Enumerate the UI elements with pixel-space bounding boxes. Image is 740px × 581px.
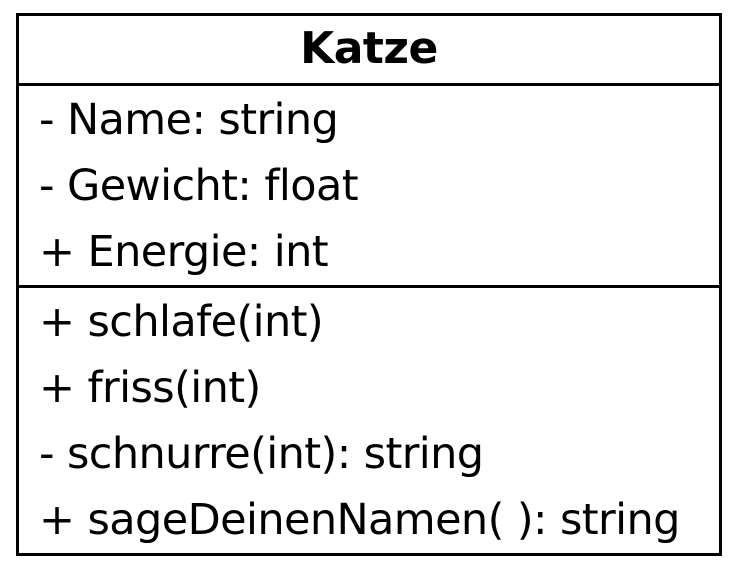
method-schnurre: - schnurre(int): string xyxy=(39,429,484,479)
attribute-energie: + Energie: int xyxy=(39,227,329,277)
method-schlafe: + schlafe(int) xyxy=(39,297,324,347)
attributes-compartment: - Name: string - Gewicht: float + Energi… xyxy=(19,86,719,288)
method-sage-deinen-namen: + sageDeinenNamen( ): string xyxy=(39,495,680,545)
method-friss: + friss(int) xyxy=(39,363,261,413)
uml-class-box: Katze - Name: string - Gewicht: float + … xyxy=(16,13,722,556)
methods-compartment: + schlafe(int) + friss(int) - schnurre(i… xyxy=(19,288,719,553)
class-name: Katze xyxy=(19,16,719,86)
attribute-name: - Name: string xyxy=(39,95,339,145)
attribute-gewicht: - Gewicht: float xyxy=(39,161,359,211)
